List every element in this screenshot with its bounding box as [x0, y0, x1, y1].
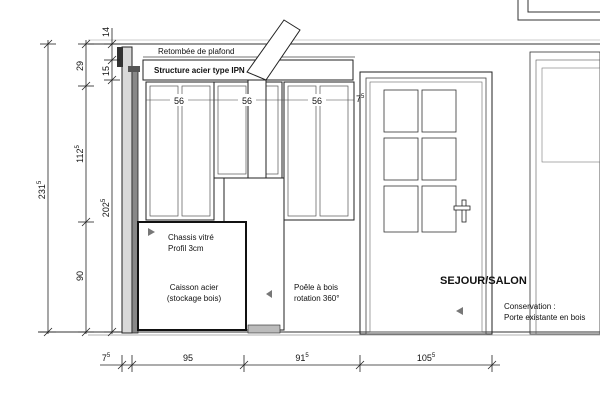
wall-column — [121, 46, 133, 334]
dim-top-right-7-5: 75 — [356, 94, 365, 104]
label-wood-stove-2: rotation 360° — [294, 294, 339, 303]
dim-chain-outer — [40, 39, 56, 337]
dim-bottom-95: 95 — [183, 353, 193, 363]
door-handle — [453, 199, 471, 223]
panel-width-2: 56 — [242, 96, 252, 106]
arrow-stove — [266, 290, 272, 298]
label-ceiling-drop: Retombée de plafond — [158, 47, 235, 56]
label-steel-structure: Structure acier type IPN — [154, 66, 245, 75]
dim-chain-bottom — [100, 355, 500, 372]
dim-inner-15: 15 — [101, 66, 111, 76]
label-conservation-2: Porte existante en bois — [504, 313, 585, 322]
dim-inner-202: 2025 — [101, 198, 111, 217]
dim-middle-112: 1125 — [75, 144, 85, 162]
wall-column-dark — [117, 47, 123, 67]
profile-cap — [128, 66, 140, 72]
arrow-door — [456, 307, 463, 315]
label-conservation-1: Conservation : — [504, 302, 556, 311]
dim-bottom-91-5: 915 — [295, 353, 309, 363]
dim-inner-14: 14 — [101, 27, 111, 37]
arrow-glazed — [148, 228, 155, 236]
dim-chain-middle — [78, 39, 94, 337]
dim-lower-90: 90 — [75, 271, 85, 281]
label-wood-stove-1: Poêle à bois — [294, 283, 338, 292]
dim-bottom-7-5: 75 — [102, 353, 111, 363]
stove-base — [247, 324, 281, 334]
top-corner-frame — [517, 0, 600, 21]
panel-width-3: 56 — [312, 96, 322, 106]
door — [359, 71, 493, 335]
label-glazed-frame-2: Profil 3cm — [168, 244, 204, 253]
room-label: SEJOUR/SALON — [440, 275, 527, 287]
dim-outer-total: 2315 — [37, 180, 47, 199]
dim-upper-29: 29 — [75, 61, 85, 71]
label-steel-box-1: Caisson acier — [170, 283, 219, 292]
panel-width-1: 56 — [174, 96, 184, 106]
label-steel-box-2: (stockage bois) — [167, 294, 222, 303]
steel-box — [137, 221, 247, 331]
glazed-panel-3 — [283, 81, 355, 221]
existing-frame-right — [529, 51, 600, 335]
dim-chain-inner — [104, 28, 120, 337]
dim-bottom-105-5: 1055 — [417, 353, 436, 363]
label-glazed-frame-1: Chassis vitré — [168, 233, 214, 242]
